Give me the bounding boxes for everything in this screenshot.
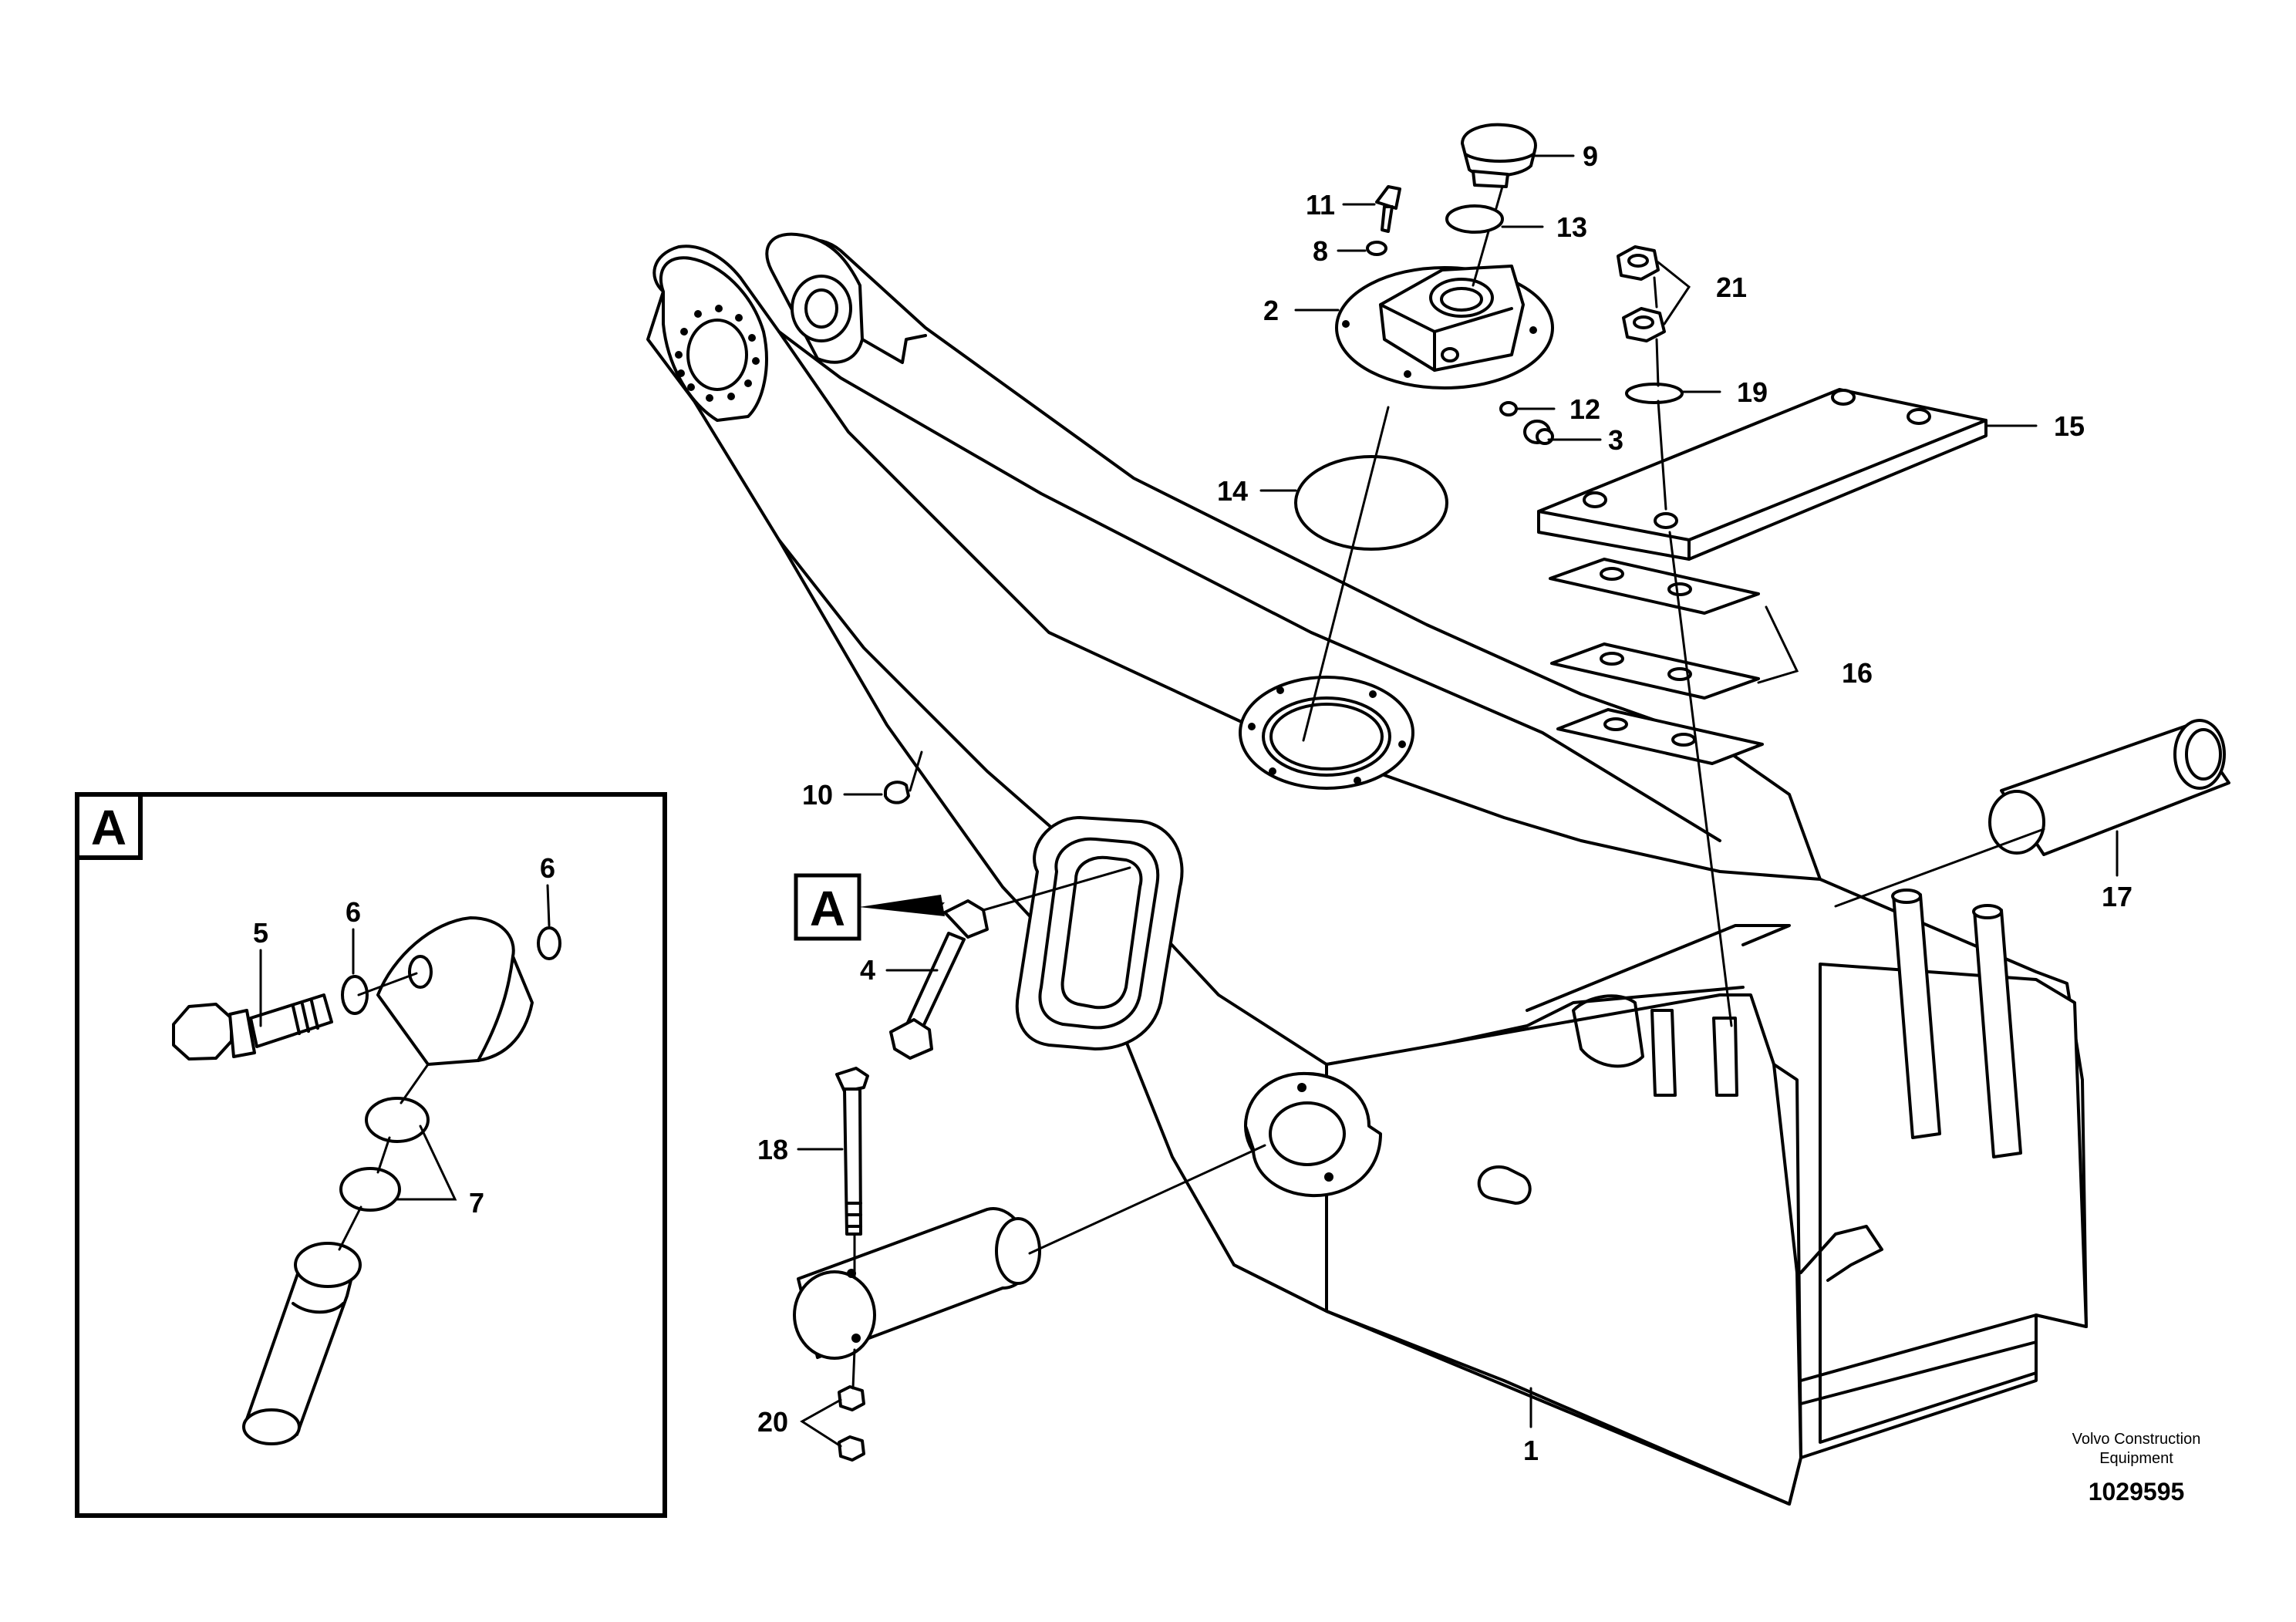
part-3-plug	[1523, 420, 1554, 445]
callout-6-right: 6	[540, 852, 555, 884]
pivot-pin	[793, 1206, 1041, 1360]
part-15-plate	[1537, 388, 1988, 561]
leader-lines	[797, 154, 2119, 1448]
callout-17: 17	[2102, 881, 2132, 912]
callout-10: 10	[802, 779, 833, 811]
part-11-bolt	[1375, 185, 1401, 233]
part-8-washer	[1366, 241, 1387, 256]
part-20-nuts	[838, 1385, 865, 1462]
part-9-plug	[1461, 123, 1537, 188]
callout-2: 2	[1263, 295, 1279, 326]
part-19-washer	[1625, 383, 1684, 404]
callout-labels: 1 2 3 4 5 6 6 7 8 9 10 11 12 13 14 15 16…	[253, 140, 2132, 1466]
part-16-shims	[1549, 558, 1764, 765]
inset-part-7-washer-bottom	[339, 1167, 401, 1212]
callout-13: 13	[1556, 211, 1587, 243]
callout-16: 16	[1842, 657, 1873, 689]
callout-11: 11	[1306, 189, 1335, 221]
detail-reference-a-label: A	[810, 881, 845, 936]
part-4-link	[889, 899, 989, 1060]
rear-rods	[1650, 889, 2022, 1158]
callout-12: 12	[1569, 393, 1600, 425]
callout-5: 5	[253, 917, 268, 949]
brand-line-2: Equipment	[2099, 1450, 2173, 1467]
brand-line-1: Volvo Construction	[2072, 1431, 2201, 1448]
callout-14: 14	[1217, 475, 1248, 507]
lift-arm-frame	[646, 232, 2088, 1506]
detail-a-inset: A	[75, 792, 667, 1518]
part-21-nuts	[1617, 245, 1666, 342]
callout-19: 19	[1737, 376, 1768, 408]
drawing-number: 1029595	[2089, 1478, 2185, 1506]
bolt-circle	[675, 305, 760, 402]
callout-4: 4	[860, 954, 875, 986]
part-13-o-ring	[1445, 204, 1504, 234]
part-17-pin	[1988, 719, 2230, 856]
inset-rod-end	[376, 916, 534, 1066]
callout-1: 1	[1523, 1435, 1539, 1466]
callout-7: 7	[469, 1187, 484, 1219]
title-block: Volvo Construction Equipment 1029595	[2072, 1431, 2201, 1506]
detail-a-title: A	[91, 800, 126, 855]
inset-part-5-bolt	[172, 993, 333, 1061]
callout-9: 9	[1583, 140, 1598, 172]
inset-pin	[242, 1242, 362, 1445]
callout-20: 20	[757, 1406, 788, 1438]
inset-part-6-o-ring-right	[537, 926, 561, 960]
part-18-bolt	[835, 1067, 869, 1236]
lower-boss	[1244, 1071, 1382, 1198]
inset-part-6-o-ring-left	[341, 975, 369, 1015]
part-12-o-ring	[1499, 401, 1518, 416]
inset-part-7-washer-top	[365, 1097, 430, 1143]
callout-6-left: 6	[346, 896, 361, 928]
mounting-flange	[1239, 676, 1414, 790]
callout-3: 3	[1608, 424, 1623, 456]
callout-8: 8	[1313, 235, 1328, 267]
callout-15: 15	[2054, 410, 2085, 442]
part-10-grease-nipple	[884, 781, 910, 804]
detail-reference-a[interactable]: A	[794, 873, 945, 941]
callout-18: 18	[757, 1134, 788, 1165]
callout-21: 21	[1716, 271, 1747, 303]
part-2-bracket	[1335, 265, 1554, 389]
part-14-o-ring	[1294, 455, 1448, 551]
slotted-bore-housing	[1015, 816, 1184, 1050]
